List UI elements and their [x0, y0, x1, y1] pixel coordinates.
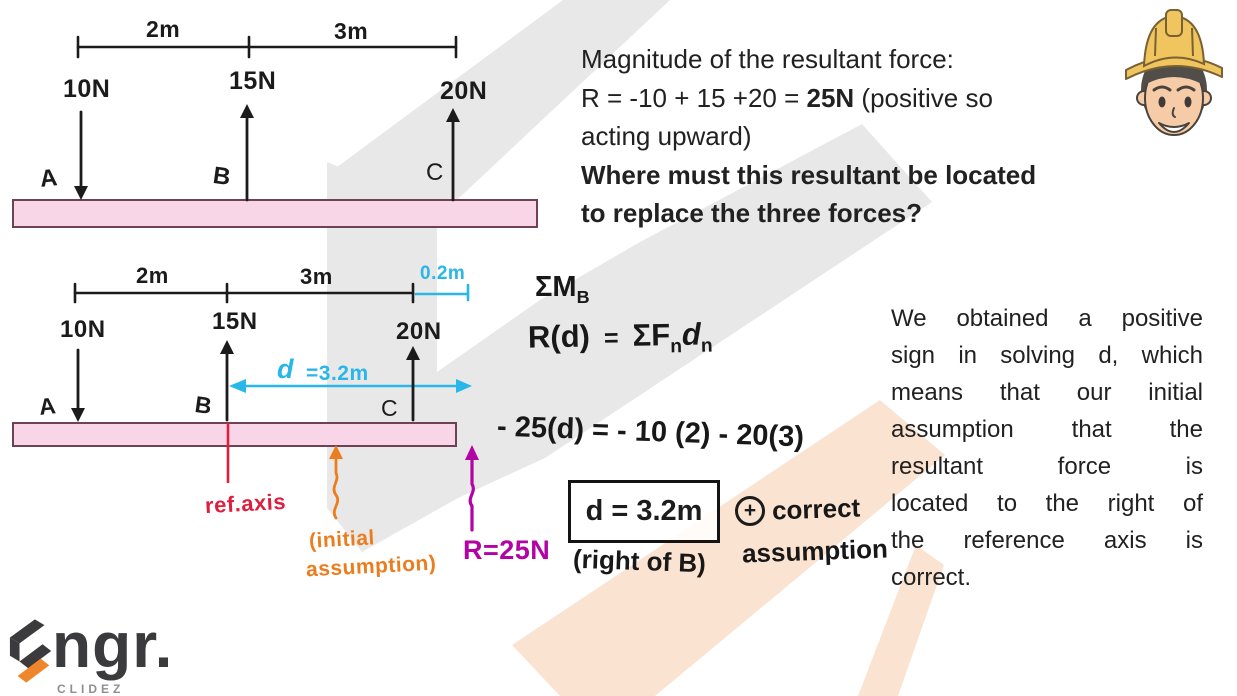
moment-subscript: B [576, 286, 590, 307]
dim-label-2m-top: 2m [146, 16, 181, 42]
d-label: d [277, 354, 294, 384]
dim-line-top [76, 35, 458, 59]
avatar-fringe [1146, 64, 1202, 84]
avatar-smile [1158, 122, 1190, 133]
avatar-eye-left [1158, 96, 1166, 108]
avatar-nose [1171, 107, 1176, 118]
avatar-eye-right [1184, 96, 1192, 108]
force-arrowheads-bottom [71, 340, 420, 422]
force-label-15n-top: 15N [229, 67, 277, 95]
moment-equation: R(d)=ΣFndn [527, 316, 713, 358]
avatar-hat-ridge [1165, 9, 1183, 37]
logo-middle-stroke [19, 644, 52, 669]
force-label-20n-top: 20N [440, 77, 488, 105]
point-label-a-bottom: A [37, 392, 58, 420]
avatar-eyebrow-left [1152, 85, 1172, 92]
problem-question-1: Where must this resultant be located [581, 159, 1037, 190]
problem-question-2: to replace the three forces? [581, 198, 922, 228]
beam-bottom [12, 422, 457, 447]
avatar-hat-rib-right [1191, 27, 1194, 57]
answer-value: d = 3.2m [585, 495, 703, 527]
logo-left-bar [9, 637, 20, 662]
dim-line-bottom [73, 282, 415, 304]
plus-sign-icon: + [735, 496, 765, 526]
problem-line-1: Magnitude of the resultant force: [581, 44, 954, 74]
explanation-line: located to the right of [891, 490, 1203, 517]
point-label-b-bottom: B [193, 390, 214, 420]
avatar-hat-rib-left [1154, 27, 1157, 57]
resultant-magnitude-value: 25N [806, 82, 855, 113]
initial-assumption-arrow [329, 445, 343, 520]
dim-label-02m: 0.2m [420, 263, 466, 284]
engineer-avatar [1125, 9, 1223, 136]
dim-label-3m-bottom: 3m [300, 264, 333, 289]
answer-location-note: (right of B) [572, 543, 707, 579]
force-label-20n-bottom: 20N [396, 318, 442, 345]
explanation-line: correct. [891, 564, 972, 591]
correct-assumption-label-1: correct [771, 492, 861, 526]
explanation-paragraph: We obtained a positive sign in solving d… [891, 300, 1203, 596]
point-label-b-top: B [211, 161, 233, 192]
problem-line-2: R = -10 + 15 +20 = 25N (positive so [581, 82, 993, 113]
point-label-a-top: A [38, 164, 60, 193]
watermark-peach-sliver [858, 545, 944, 696]
force-arrowheads-top [74, 104, 460, 200]
dim-extra-cyan [414, 283, 470, 302]
problem-line-3: acting upward) [581, 121, 752, 151]
explanation-line: resultant force is [891, 453, 1203, 480]
explanation-line: sign in solving d, which [891, 342, 1203, 369]
answer-box: d = 3.2m [568, 480, 720, 543]
resultant-label: R=25N [463, 535, 551, 565]
force-label-10n-bottom: 10N [60, 316, 106, 343]
avatar-eyebrow-right [1176, 85, 1196, 92]
watermark-peach-stroke [512, 400, 945, 696]
d-dimension-arrowheads [229, 379, 472, 393]
logo-top-stroke [9, 619, 45, 644]
watermark-bar-middle-stroke [327, 124, 932, 552]
point-label-c-top: C [426, 159, 444, 186]
force-arrows-top [79, 110, 455, 202]
logo-subtitle: CLIDEZ [57, 682, 125, 696]
ref-axis-label: ref.axis [204, 488, 287, 519]
moment-equation-header: ΣMB [535, 271, 590, 307]
logo-bottom-stroke [17, 658, 50, 683]
beam-top [12, 199, 538, 228]
problem-statement: Magnitude of the resultant force: R = -1… [581, 40, 1121, 233]
correct-assumption-label-2: assumption [741, 533, 889, 569]
watermark-top-stroke [333, 0, 670, 213]
force-label-15n-bottom: 15N [212, 308, 258, 335]
dim-label-3m-top: 3m [334, 18, 369, 44]
point-label-c-bottom: C [381, 395, 399, 421]
logo-wordmark: ngr. [52, 609, 174, 681]
initial-assumption-label-1: (initial [308, 526, 376, 553]
avatar-hat-dome [1142, 14, 1206, 68]
resultant-arrow [465, 445, 479, 532]
explanation-line: assumption that the [891, 416, 1203, 443]
explanation-line: We obtained a positive [891, 305, 1203, 332]
logo-mark [9, 619, 52, 683]
dim-label-2m-bottom: 2m [136, 263, 169, 288]
force-label-10n-top: 10N [63, 75, 111, 103]
explanation-line: the reference axis is [891, 527, 1203, 554]
force-arrows-bottom [76, 348, 415, 422]
d-value-label: =3.2m [306, 362, 369, 385]
explanation-line: means that our initial [891, 379, 1203, 406]
